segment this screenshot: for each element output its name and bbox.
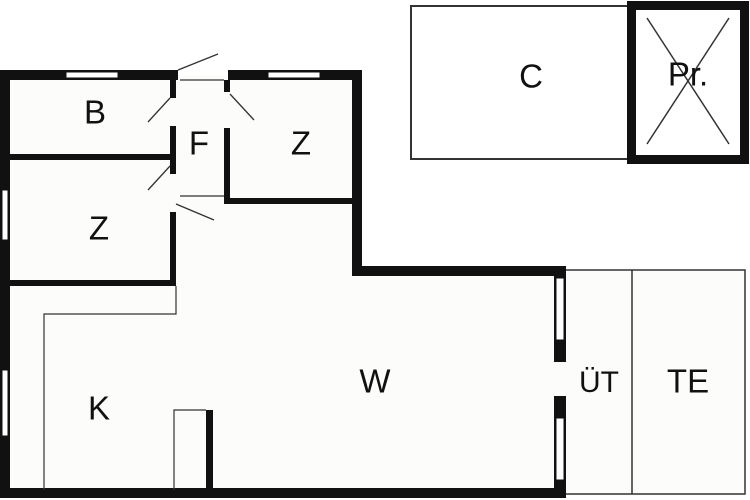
wall-stub bbox=[206, 410, 213, 490]
thin-lines bbox=[43, 79, 224, 490]
terrace-floor bbox=[560, 270, 745, 496]
window-kitchen bbox=[1, 369, 9, 437]
wall-hall-west-b bbox=[170, 126, 176, 174]
window-living-upper bbox=[555, 277, 565, 341]
label-terrace: TE bbox=[667, 363, 709, 400]
label-carport: C bbox=[519, 58, 543, 95]
label-passage: ÜT bbox=[579, 366, 619, 399]
door-opening-terrace bbox=[554, 362, 566, 396]
door-bathroom bbox=[147, 97, 171, 123]
wall-hall-east-b bbox=[224, 128, 230, 204]
room-labels: B F Z Z W K C Pr. ÜT TE bbox=[84, 56, 709, 427]
label-bathroom: B bbox=[84, 94, 106, 131]
window-living-lower bbox=[555, 417, 565, 481]
terrace-outline bbox=[566, 269, 746, 495]
label-bedroom-left: Z bbox=[89, 210, 109, 247]
wall-hall-east-a bbox=[224, 80, 230, 92]
kitchen-counter-line bbox=[43, 286, 177, 490]
window-bathroom bbox=[65, 71, 119, 79]
door-living bbox=[175, 203, 215, 221]
wall-bathroom-bedroom bbox=[10, 154, 170, 160]
doors bbox=[147, 53, 255, 221]
entrance-door bbox=[177, 53, 219, 71]
interior-walls bbox=[10, 80, 358, 490]
wall-bedroom-upper-south bbox=[224, 198, 358, 204]
wall-hall-west-a bbox=[170, 80, 176, 98]
wall-step bbox=[352, 266, 566, 276]
label-living: W bbox=[359, 363, 391, 400]
main-floor-lower bbox=[10, 270, 560, 496]
wall-west bbox=[0, 70, 10, 498]
stub-outline bbox=[173, 409, 206, 490]
door-bedroom-upper bbox=[229, 93, 255, 121]
windows bbox=[1, 71, 565, 481]
wall-bedroom-kitchen bbox=[10, 280, 176, 286]
door-bedroom-left bbox=[147, 165, 171, 191]
label-storage: Pr. bbox=[668, 56, 708, 93]
wall-hall-west-c bbox=[170, 212, 176, 286]
floor-areas bbox=[10, 76, 745, 496]
storage-cross-b bbox=[646, 17, 730, 145]
wall-east-upper bbox=[352, 70, 362, 276]
window-bedroom-upper bbox=[267, 71, 321, 79]
label-hall: F bbox=[189, 125, 209, 162]
storage-outline bbox=[627, 1, 749, 164]
carport-outline bbox=[410, 5, 630, 160]
label-kitchen: K bbox=[88, 390, 110, 427]
label-bedroom-upper: Z bbox=[291, 125, 311, 162]
window-bedroom-left bbox=[1, 189, 9, 241]
terrace-border bbox=[566, 269, 746, 495]
outbuildings bbox=[410, 1, 749, 164]
wall-south bbox=[0, 488, 566, 498]
